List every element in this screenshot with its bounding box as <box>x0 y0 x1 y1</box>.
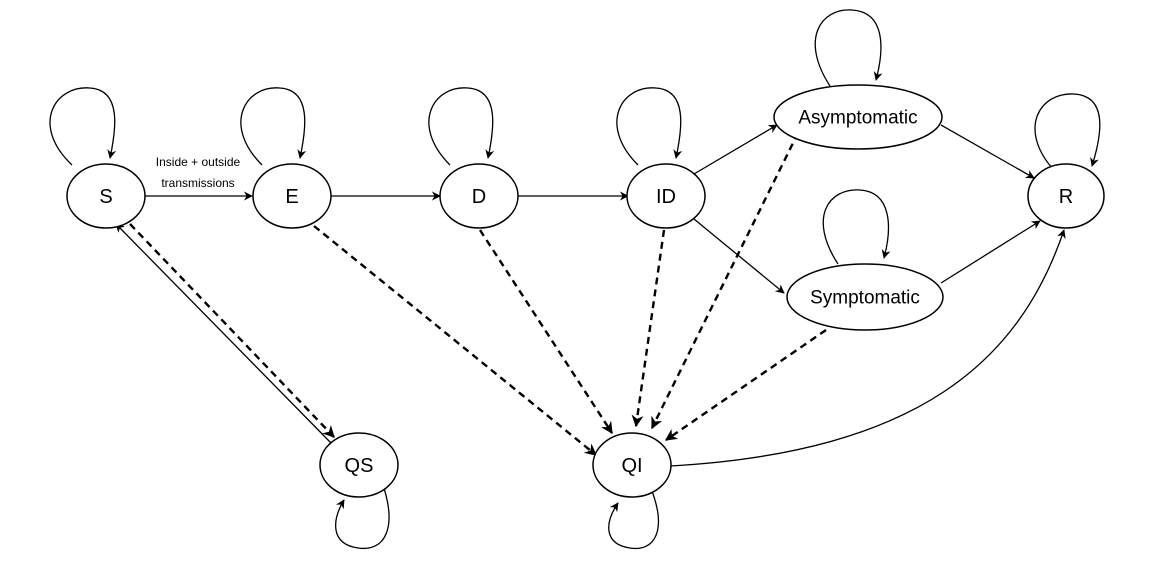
node-e: E <box>252 163 332 229</box>
edge-id-to-qi <box>631 229 666 428</box>
edge-asymptomatic-to-qi <box>650 132 800 430</box>
self-loop-asymptomatic <box>814 9 883 87</box>
node-e-label: E <box>285 186 298 208</box>
self-loop-id <box>616 87 683 166</box>
dashed-transitions <box>129 132 827 456</box>
node-s-label: S <box>99 186 112 208</box>
self-loop-d <box>428 87 495 166</box>
self-loop-r <box>1034 93 1101 169</box>
node-d: D <box>439 163 519 229</box>
edge-asymptomatic-to-r <box>940 124 1035 179</box>
edge-symptomatic-to-qi <box>665 329 827 441</box>
solid-transitions <box>115 124 1066 467</box>
self-loop-e <box>240 87 307 166</box>
edge-qi-to-r <box>669 229 1066 467</box>
node-qi-label: QI <box>621 455 642 477</box>
node-r: R <box>1027 163 1105 229</box>
node-asymptomatic: Asymptomatic <box>773 84 943 150</box>
node-qs-label: QS <box>345 455 374 477</box>
edge-e-to-qi <box>313 225 597 456</box>
edge-s-to-qs <box>129 223 335 438</box>
self-loop-s <box>49 87 117 166</box>
edge-label-line-1: Inside + outside <box>156 155 241 169</box>
node-r-shape <box>1027 163 1105 229</box>
node-r-label: R <box>1059 186 1073 208</box>
edge-qs-to-s <box>115 223 333 445</box>
node-s: S <box>66 163 146 229</box>
self-loop-symptomatic <box>822 189 891 265</box>
node-id: ID <box>626 163 706 229</box>
node-e-shape <box>252 163 332 229</box>
self-loops <box>49 9 1101 550</box>
node-id-label: ID <box>656 186 676 208</box>
edge-d-to-qi <box>478 229 614 435</box>
edge-label-s-to-e: Inside + outside transmissions <box>156 155 241 190</box>
node-qi: QI <box>592 432 672 498</box>
node-asymptomatic-label: Asymptomatic <box>798 108 917 129</box>
edge-id-to-asymptomatic <box>693 124 778 175</box>
self-loop-qs <box>335 481 390 550</box>
node-qs-shape <box>319 432 399 498</box>
node-qi-shape <box>592 432 672 498</box>
edge-label-line-2: transmissions <box>161 176 234 190</box>
self-loop-qi <box>608 485 659 550</box>
node-symptomatic-label: Symptomatic <box>810 288 920 309</box>
node-symptomatic: Symptomatic <box>786 263 944 331</box>
edge-symptomatic-to-r <box>940 220 1041 284</box>
node-id-shape <box>626 163 706 229</box>
node-d-label: D <box>472 186 486 208</box>
node-asymptomatic-shape <box>773 84 943 150</box>
edge-id-to-symptomatic <box>693 218 785 294</box>
node-d-shape <box>439 163 519 229</box>
node-symptomatic-shape <box>786 263 944 331</box>
node-qs: QS <box>319 432 399 498</box>
node-s-shape <box>66 163 146 229</box>
